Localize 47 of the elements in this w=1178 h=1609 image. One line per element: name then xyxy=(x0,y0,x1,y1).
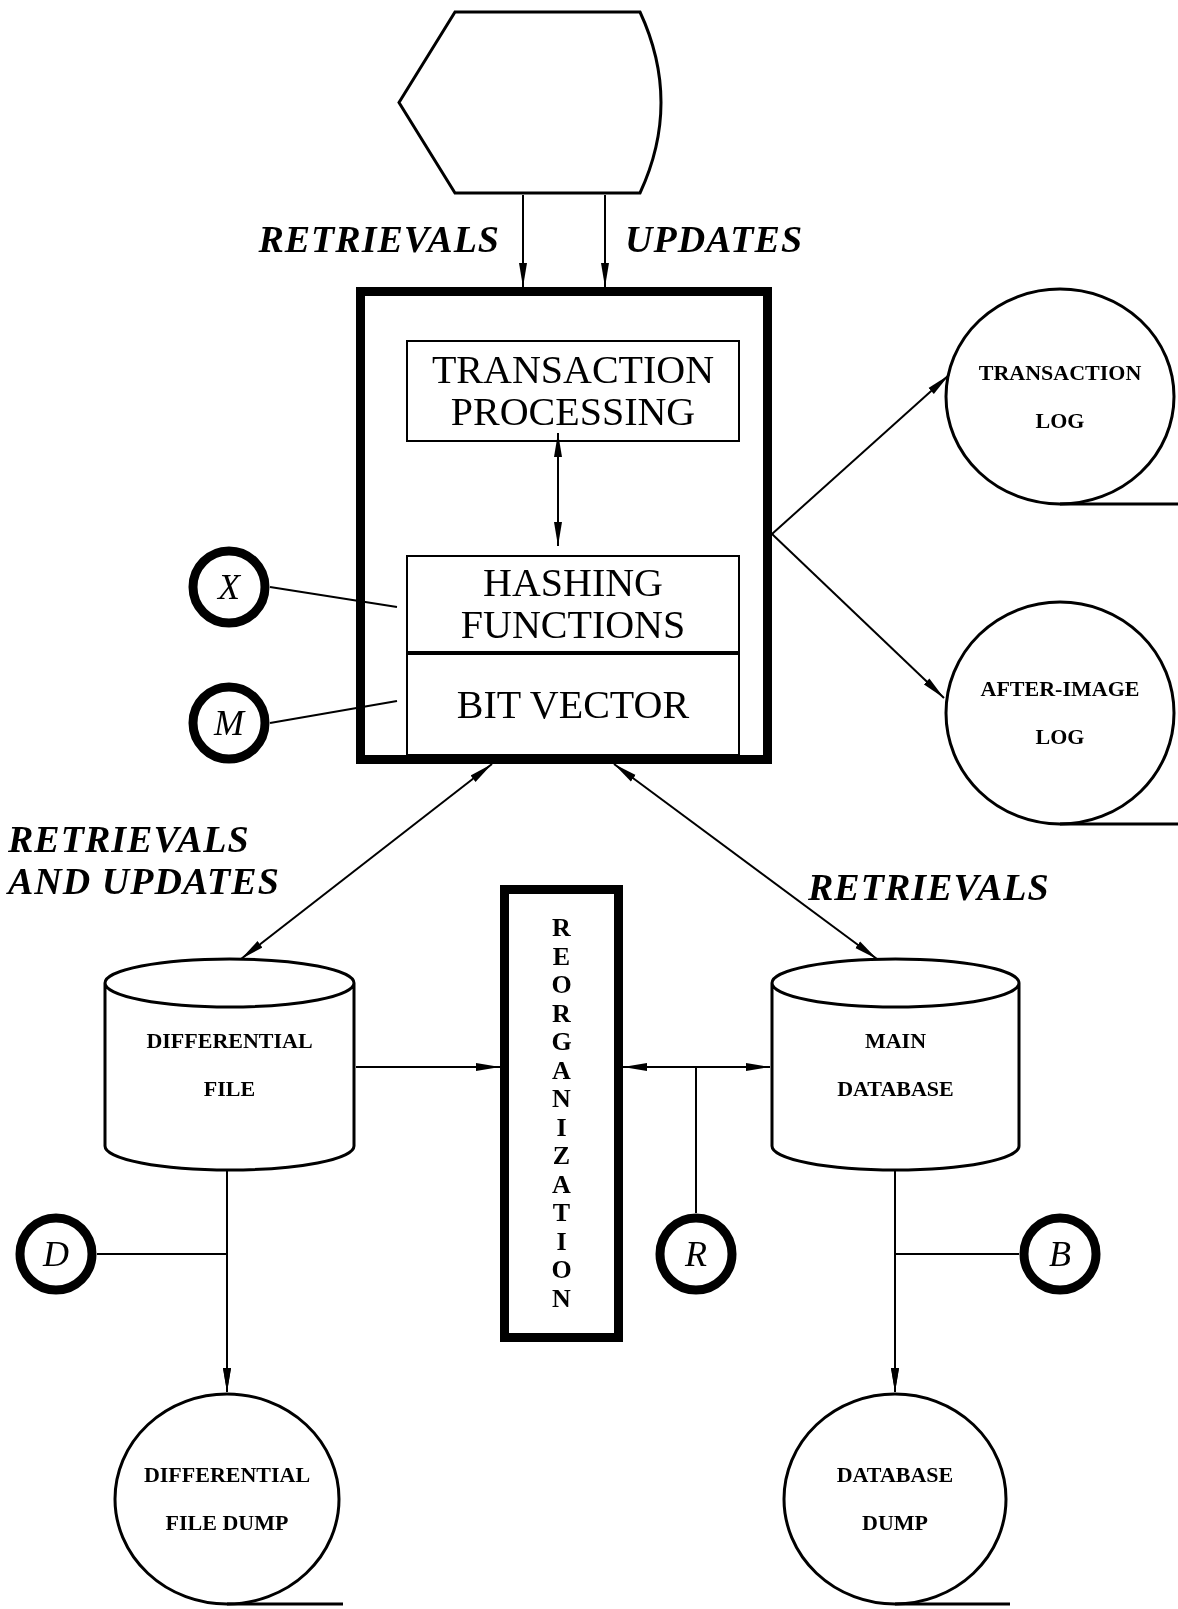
labelled-circle xyxy=(15,1213,97,1295)
labelled-circle xyxy=(1019,1213,1101,1295)
labelled-circle xyxy=(655,1213,737,1295)
arrow xyxy=(519,194,527,288)
arrow xyxy=(240,763,493,960)
process-bar xyxy=(500,885,623,1342)
edge-label: UPDATES xyxy=(625,218,805,260)
arrow xyxy=(554,432,562,547)
arrow xyxy=(771,533,945,699)
circle-letter: R xyxy=(685,1233,707,1275)
box-label: HASHING FUNCTIONS xyxy=(459,562,687,646)
circle-letter: M xyxy=(214,702,244,744)
storage-label: DIFFERENTIAL FILE DUMP xyxy=(142,1461,312,1537)
arrow xyxy=(613,763,878,960)
storage-label: MAIN DATABASE xyxy=(836,1026,955,1103)
storage-label: DIFFERENTIAL FILE xyxy=(145,1026,314,1103)
database-cylinder xyxy=(103,959,356,1170)
circle-letter: B xyxy=(1049,1233,1071,1275)
vertical-label: REORGANIZATION xyxy=(550,914,573,1313)
arrow xyxy=(96,1253,231,1393)
box-label: BIT VECTOR xyxy=(456,683,690,726)
edge-label: RETRIEVALS xyxy=(257,218,500,260)
tape-storage-circle xyxy=(944,600,1176,826)
circle-letter: X xyxy=(218,566,240,608)
circle-letter: D xyxy=(43,1233,69,1275)
labelled-circle xyxy=(188,682,270,764)
leader-line xyxy=(269,586,398,608)
arrow xyxy=(695,1063,771,1214)
storage-label: AFTER-IMAGE LOG xyxy=(979,675,1141,751)
storage-label: DATABASE DUMP xyxy=(835,1461,955,1537)
leader-line xyxy=(269,700,398,724)
database-cylinder xyxy=(770,959,1021,1170)
box-label: TRANSACTION PROCESSING xyxy=(430,349,716,433)
tape-storage-circle xyxy=(782,1392,1008,1606)
process-box xyxy=(406,555,740,653)
edge-label: RETRIEVALS xyxy=(808,866,1051,908)
arrow xyxy=(891,1253,1020,1393)
labelled-circle xyxy=(188,546,270,628)
system-box xyxy=(356,287,772,764)
edge-label: RETRIEVALS AND UPDATES xyxy=(8,818,281,902)
process-box xyxy=(406,653,740,756)
storage-label: TRANSACTION LOG xyxy=(977,358,1143,435)
arrow xyxy=(601,194,609,288)
tape-storage-circle xyxy=(113,1392,341,1606)
arrow xyxy=(355,1063,501,1071)
process-box xyxy=(406,340,740,442)
tape-storage-circle xyxy=(944,287,1176,506)
